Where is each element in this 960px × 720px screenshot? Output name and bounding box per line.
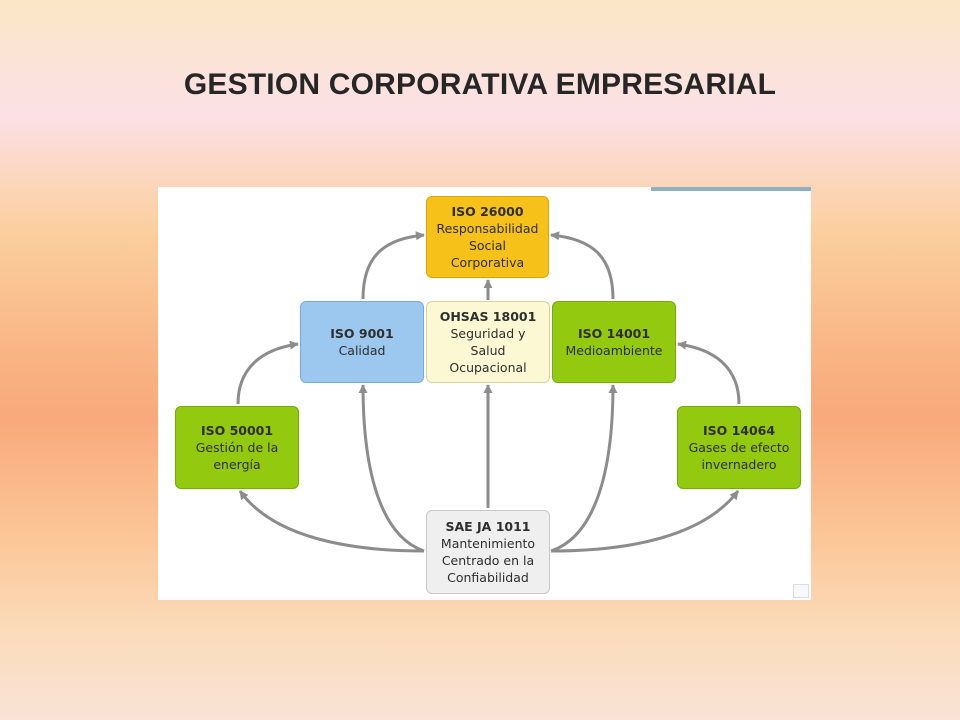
arrow-saeja-to-iso50001 xyxy=(238,490,425,553)
node-iso-14064: ISO 14064 Gases de efecto invernadero xyxy=(677,406,801,489)
node-code: ISO 14001 xyxy=(577,326,651,341)
node-description: Gases de efecto invernadero xyxy=(688,440,790,472)
node-description: Mantenimiento Centrado en la Confiabilid… xyxy=(440,536,536,585)
arrow-iso14064-to-iso14001 xyxy=(677,340,741,405)
connector-arrows xyxy=(236,231,741,553)
node-ohsas-18001: OHSAS 18001 Seguridad y Salud Ocupaciona… xyxy=(426,301,550,383)
node-code: OHSAS 18001 xyxy=(439,309,537,324)
node-code: ISO 50001 xyxy=(200,423,274,438)
figure-header-strip xyxy=(651,187,811,191)
node-description: Gestión de la energía xyxy=(195,440,279,472)
node-description: Calidad xyxy=(338,343,386,358)
arrow-saeja-to-iso14001 xyxy=(550,384,618,553)
arrow-saeja-to-iso9001 xyxy=(358,384,425,553)
node-code: ISO 14064 xyxy=(702,423,776,438)
node-code: SAE JA 1011 xyxy=(445,519,531,534)
node-description: Responsabilidad Social Corporativa xyxy=(436,221,539,270)
node-code: ISO 9001 xyxy=(330,326,394,341)
figure-resize-handle xyxy=(793,584,809,598)
arrow-iso14001-to-iso26000 xyxy=(550,231,615,300)
arrow-iso50001-to-iso9001 xyxy=(236,340,299,405)
arrow-iso9001-to-iso26000 xyxy=(361,231,425,300)
node-iso-9001: ISO 9001 Calidad xyxy=(300,301,424,383)
standards-diagram: ISO 26000 Responsabilidad Social Corpora… xyxy=(158,187,811,600)
node-iso-50001: ISO 50001 Gestión de la energía xyxy=(175,406,299,489)
node-iso-14001: ISO 14001 Medioambiente xyxy=(552,301,676,383)
node-code: ISO 26000 xyxy=(451,204,524,219)
node-description: Seguridad y Salud Ocupacional xyxy=(449,326,527,375)
node-description: Medioambiente xyxy=(565,343,663,358)
node-sae-ja-1011: SAE JA 1011 Mantenimiento Centrado en la… xyxy=(426,510,550,594)
node-iso-26000: ISO 26000 Responsabilidad Social Corpora… xyxy=(426,196,549,278)
slide-title: GESTION CORPORATIVA EMPRESARIAL xyxy=(183,68,777,101)
arrow-saeja-to-iso14064 xyxy=(550,490,740,553)
